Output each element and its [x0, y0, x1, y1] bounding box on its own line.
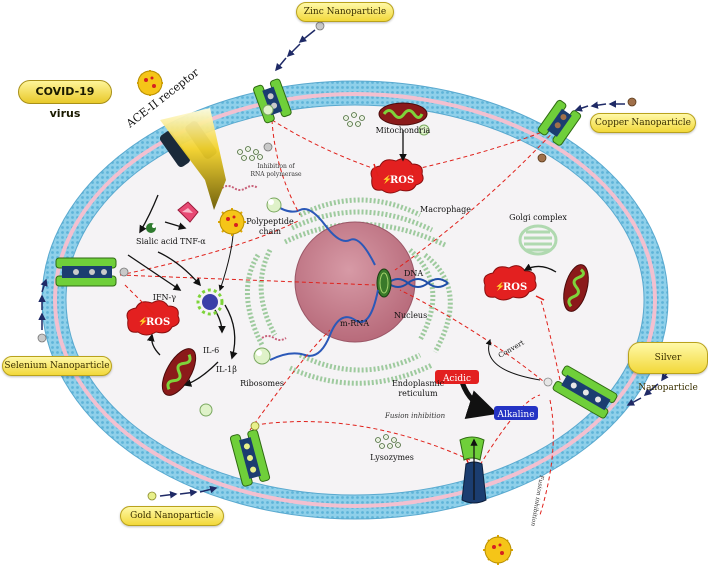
dna-label: DNA [404, 269, 423, 278]
sialic-acid-label: Sialic acid [136, 237, 178, 246]
mitochondria-left [161, 348, 197, 396]
ribosomes-label: Ribosomes [240, 379, 284, 388]
zinc-incoming [275, 29, 316, 72]
mitochondria-top [378, 102, 428, 126]
golgi-label: Golgi complex [509, 213, 567, 222]
svg-text:⚡: ⚡ [138, 316, 148, 326]
fusion-channel [459, 436, 487, 504]
er-label-1: Endoplasmic [392, 379, 445, 388]
gold-nanoparticle-label: Gold Nanoparticle [120, 506, 224, 526]
green-vesicle-mito [418, 124, 430, 136]
zinc-particle-outside [315, 21, 325, 31]
mitochondria-label: Mitochondria [376, 126, 431, 135]
polypeptide-chain-2 [261, 335, 287, 341]
selenium-nanoparticle-label: Selenium Nanoparticle [2, 356, 112, 376]
ros-cloud-top: ⚡ ROS [370, 158, 424, 194]
alkaline-pill [494, 406, 538, 420]
inhibition-rna-label-1: Inhibition of [257, 163, 295, 170]
silver-channel [552, 365, 618, 419]
acidic-alkaline-arrow [459, 381, 498, 420]
acidic-label: Acidic [442, 374, 471, 384]
zinc-channel [253, 78, 292, 124]
ifn-label: IFN-γ [153, 293, 176, 302]
particle-cluster-top [237, 146, 263, 161]
green-vesicle-left [199, 403, 213, 417]
inhibition-rna-label-2: RNA polymerase [250, 171, 302, 178]
alkaline-label: Alkaline [496, 410, 534, 420]
virus-top [137, 70, 163, 96]
dna-strand [387, 278, 449, 288]
tnf-alpha-icon [177, 201, 199, 223]
copper-channel [537, 99, 582, 146]
mitochondria-right [563, 264, 589, 312]
free-particle-silver [543, 377, 553, 387]
gold-channel [229, 429, 271, 487]
free-particle-copper [537, 153, 547, 163]
acidic-pill [435, 370, 479, 384]
copper-particle-outside [627, 97, 637, 107]
gold-particle-outside [147, 491, 157, 501]
sialic-acid-icon [146, 223, 156, 233]
macrophage-label: Macrophage [420, 205, 471, 214]
inhibition-dashed-lines [119, 119, 561, 516]
tnf-label: TNF-α [180, 237, 206, 246]
selenium-channel [55, 257, 117, 287]
selenium-particle-outside [37, 333, 47, 343]
lysozymes-label: Lysozymes [370, 453, 414, 462]
polypeptide-chain [221, 185, 259, 191]
ribosome-bottom [253, 347, 271, 365]
copper-incoming [574, 100, 625, 112]
free-particle-selenium [119, 267, 129, 277]
silver-nanoparticle-label: Silver Nanoparticle [628, 342, 708, 393]
ros-label-left: ROS [146, 317, 170, 328]
il6-label: IL-6 [203, 346, 219, 355]
golgi-complex [518, 224, 558, 256]
fusion-inhibition-label-vertical: Fusion inhibition [529, 474, 545, 527]
nucleus-label: Nucleus [394, 311, 427, 320]
copper-nanoparticle-label: Copper Nanoparticle [590, 113, 696, 133]
er-label-2: reticulum [398, 389, 438, 398]
gold-incoming [159, 485, 218, 499]
free-particle-gold [250, 421, 260, 431]
mrna-label: m-RNA [340, 319, 369, 328]
dna-coil [376, 268, 392, 298]
zinc-nanoparticle-label: Zinc Nanoparticle [296, 2, 394, 22]
fusion-inhibition-label: Fusion inhibition [384, 412, 446, 420]
selenium-incoming [38, 278, 48, 330]
covid-virus-title: COVID-19 virus [18, 80, 112, 120]
ros-cloud-left: ⚡ ROS [126, 300, 180, 336]
ribosome-top [266, 197, 282, 213]
ros-label-top: ROS [390, 175, 414, 186]
ace-ii-receptor [159, 108, 226, 210]
mrna-strand [269, 204, 379, 361]
svg-text:⚡: ⚡ [382, 174, 392, 184]
ros-label-right: ROS [503, 282, 527, 293]
free-particle-zinc [263, 142, 273, 152]
green-vesicle-top [262, 104, 274, 116]
particle-cluster-mito [343, 112, 365, 127]
virus-bottom [483, 535, 513, 565]
ros-cloud-right: ⚡ ROS [483, 265, 537, 301]
svg-text:⚡: ⚡ [495, 281, 505, 291]
virus-inside [218, 208, 246, 236]
lysozyme-cluster [375, 434, 401, 449]
virus-processed [196, 288, 224, 316]
il1b-label: IL-1β [216, 365, 237, 374]
polypeptide-label-2: chain [259, 227, 281, 236]
polypeptide-label-1: Polypeptide [246, 217, 294, 226]
